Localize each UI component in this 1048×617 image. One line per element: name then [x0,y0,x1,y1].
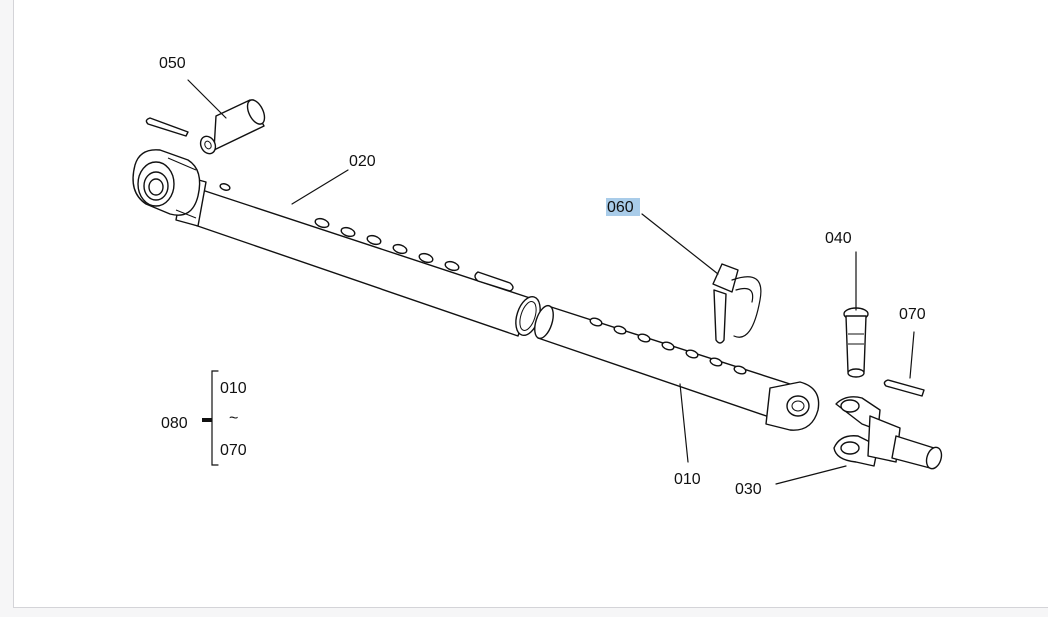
callout-070[interactable]: 070 [899,306,926,323]
part-030-yoke-end[interactable] [833,396,944,471]
range-end-label: 070 [220,442,247,459]
set-bracket-080: 080 010 ~ 070 [161,370,247,466]
part-040-pin[interactable] [843,307,869,378]
callout-060-highlight [606,198,640,216]
callout-030[interactable]: 030 [735,481,762,498]
callout-080[interactable]: 080 [161,415,188,432]
part-060-lynch-pin[interactable] [712,263,762,344]
part-010-inner-tube[interactable] [531,303,820,431]
callout-050[interactable]: 050 [159,55,186,72]
leader-lines [187,79,915,485]
callout-060[interactable]: 060 [607,199,634,216]
part-050-pin[interactable] [145,97,268,156]
part-020-outer-tube[interactable] [132,149,545,339]
range-start-label: 010 [220,380,247,397]
callout-020[interactable]: 020 [349,153,376,170]
range-tilde: ~ [229,410,238,427]
callout-040[interactable]: 040 [825,230,852,247]
part-070-cotter[interactable] [883,379,925,397]
callout-010[interactable]: 010 [674,471,701,488]
